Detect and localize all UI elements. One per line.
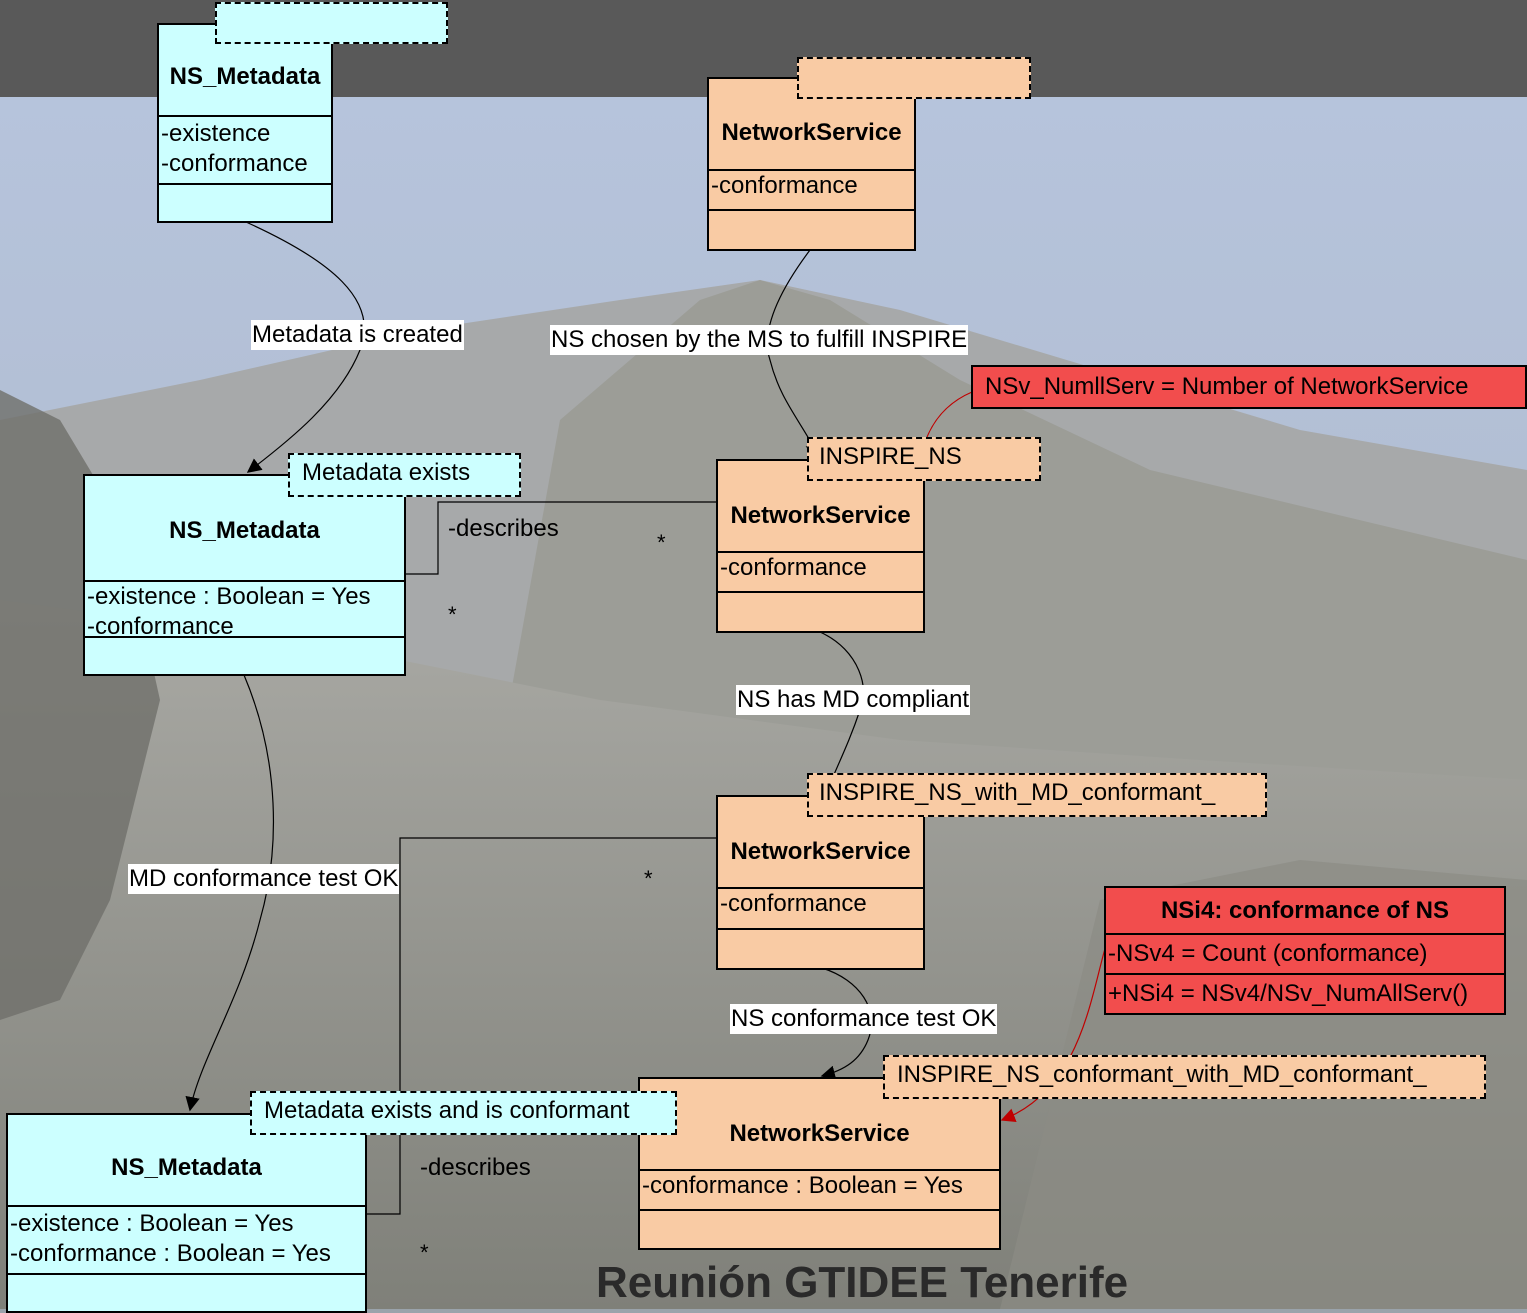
class-networkservice-initial[interactable]: NetworkService -conformance	[707, 77, 916, 251]
class-attributes: -conformance	[709, 171, 914, 211]
class-nsi4-indicator[interactable]: NSi4: conformance of NS -NSv4 = Count (c…	[1104, 886, 1506, 1015]
class-attributes: -conformance : Boolean = Yes	[640, 1171, 999, 1211]
transition-label-ns-conformance: NS conformance test OK	[730, 1004, 998, 1034]
class-operations: +NSi4 = NSv4/NSv_NumAllServ()	[1108, 980, 1469, 1007]
multiplicity-lower-right: *	[644, 866, 653, 891]
multiplicity-lower-left: *	[420, 1240, 429, 1265]
class-attributes: -existence : Boolean = Yes -conformance	[85, 582, 404, 640]
class-ns-metadata-exists[interactable]: NS_Metadata -existence : Boolean = Yes -…	[83, 474, 406, 676]
note-numserv: NSv_NumllServ = Number of NetworkService	[971, 365, 1527, 409]
class-name: NSi4: conformance of NS	[1106, 888, 1504, 935]
class-name: NS_Metadata	[8, 1115, 365, 1207]
stereotype-md3: Metadata exists and is conformant	[250, 1091, 677, 1135]
class-name: NS_Metadata	[85, 476, 404, 582]
class-ns-metadata-initial[interactable]: NS_Metadata -existence -conformance	[157, 23, 333, 223]
stereotype-ns4: INSPIRE_NS_conformant_with_MD_conformant…	[883, 1055, 1486, 1099]
class-attributes: -existence -conformance	[159, 117, 331, 185]
class-networkservice-with-md[interactable]: NetworkService -conformance	[716, 795, 925, 970]
class-name: NetworkService	[709, 79, 914, 171]
stereotype-ns3: INSPIRE_NS_with_MD_conformant_	[807, 773, 1267, 817]
class-networkservice-inspire[interactable]: NetworkService -conformance	[716, 459, 925, 633]
class-attributes: -conformance	[718, 889, 923, 930]
class-name: NetworkService	[640, 1079, 999, 1171]
stereotype-ns2: INSPIRE_NS	[807, 437, 1041, 481]
multiplicity-upper-left: *	[448, 602, 457, 627]
class-attributes: -existence : Boolean = Yes -conformance …	[8, 1207, 365, 1275]
multiplicity-upper-right: *	[657, 530, 666, 555]
stereotype-ns1-overlay	[797, 57, 1031, 99]
stereotype-md2: Metadata exists	[288, 453, 521, 497]
class-name: NetworkService	[718, 797, 923, 889]
association-role-lower: -describes	[420, 1154, 531, 1181]
class-attributes: -conformance	[718, 553, 923, 593]
transition-label-ns-chosen: NS chosen by the MS to fulfill INSPIRE	[550, 325, 969, 355]
transition-label-ns-has-md: NS has MD compliant	[736, 685, 971, 715]
transition-label-metadata-created: Metadata is created	[251, 320, 464, 350]
class-networkservice-conformant[interactable]: NetworkService -conformance : Boolean = …	[638, 1077, 1001, 1250]
class-attributes: -NSv4 = Count (conformance)	[1106, 935, 1504, 975]
stereotype-md1-overlay	[215, 2, 448, 44]
class-ns-metadata-conformant[interactable]: NS_Metadata -existence : Boolean = Yes -…	[6, 1113, 367, 1313]
transition-label-md-conformance: MD conformance test OK	[128, 864, 400, 894]
footer-title: Reunión GTIDEE Tenerife	[596, 1258, 1129, 1307]
association-role-upper: -describes	[448, 515, 559, 542]
class-name: NetworkService	[718, 461, 923, 553]
class-name: NS_Metadata	[159, 25, 331, 117]
